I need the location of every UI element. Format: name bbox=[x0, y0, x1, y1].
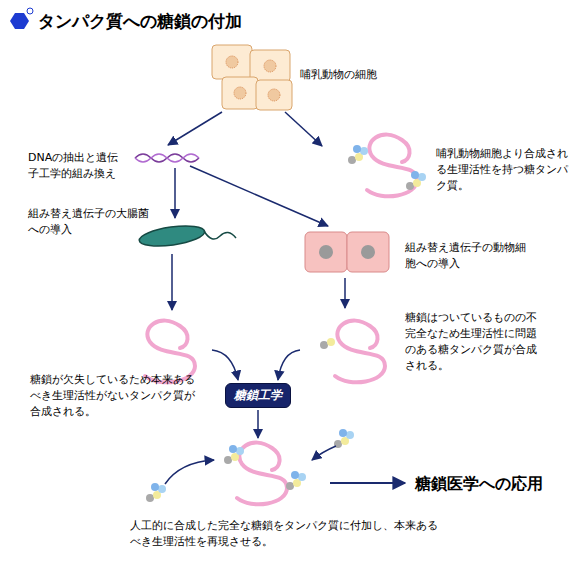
caption-text: 組み替え遺伝子の大腸菌への導入 bbox=[28, 206, 153, 238]
caption-text: 人工的に合成した完全な糖鎖をタンパク質に付加し、本来あるべき生理活性を再現させる… bbox=[130, 518, 440, 550]
caption-text: 糖鎖はついているものの不完全なため生理活性に問題のある糖タンパク質が合成される。 bbox=[405, 310, 540, 374]
caption-text: 哺乳動物の細胞 bbox=[300, 67, 410, 83]
caption-text: 哺乳動物細胞より合成される生理活性を持つ糖タンパク質。 bbox=[436, 146, 576, 194]
caption-text: DNAの抽出と遺伝子工学的組み換え bbox=[28, 150, 128, 182]
application-heading: 糖鎖医学への応用 bbox=[415, 472, 580, 495]
caption-text: 組み替え遺伝子の動物細胞への導入 bbox=[405, 240, 529, 272]
title: タンパク質への糖鎖の付加 bbox=[38, 9, 242, 34]
box-label: 糖鎖工学 bbox=[234, 387, 282, 404]
caption-text: 糖鎖が欠失しているため本来あるべき生理活性がないタンパク質が合成される。 bbox=[30, 372, 202, 420]
process-box: 糖鎖工学 bbox=[225, 383, 291, 408]
